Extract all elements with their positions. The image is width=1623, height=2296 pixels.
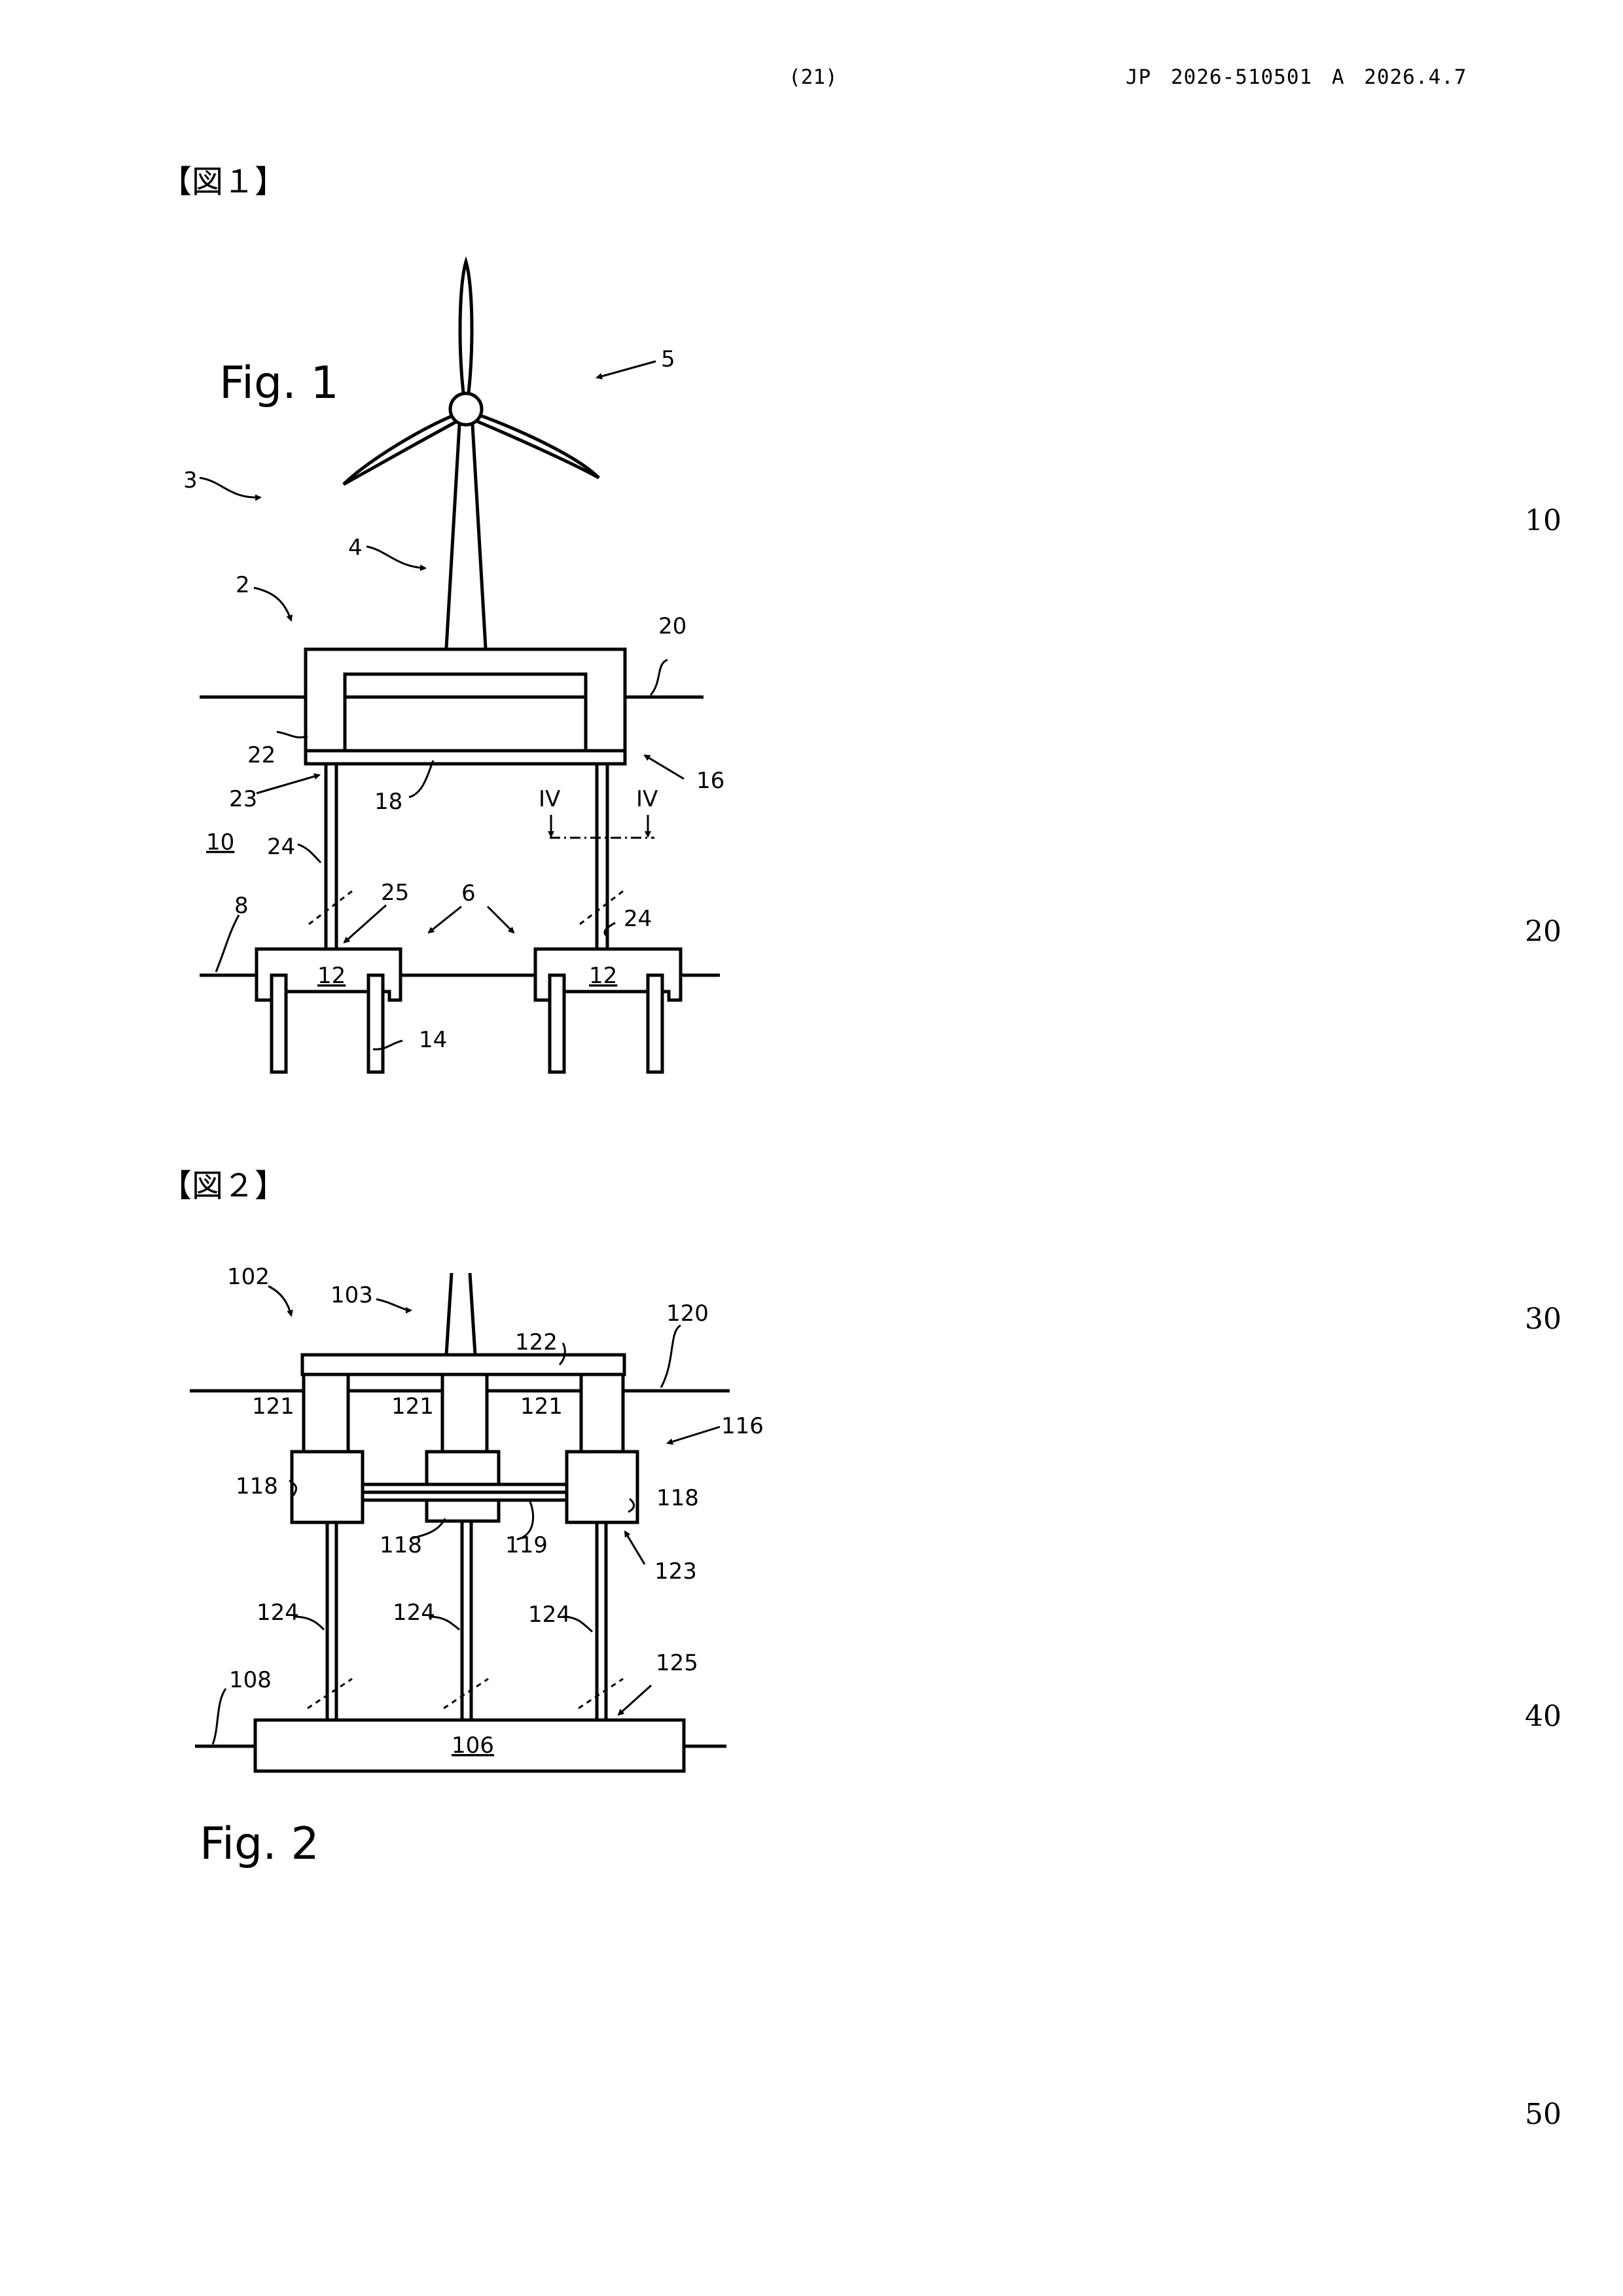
label-5: 5 (661, 346, 675, 372)
label-116: 116 (721, 1413, 764, 1439)
label-iv-left: IV (539, 786, 560, 812)
figure1-drawing: Fig. 1 (0, 0, 1623, 1113)
figure2-title: Fig. 2 (200, 1818, 319, 1870)
label-121-left: 121 (252, 1393, 294, 1420)
label-102: 102 (227, 1264, 270, 1290)
tendons (308, 1521, 623, 1720)
label-25: 25 (381, 880, 409, 906)
label-3: 3 (183, 467, 198, 493)
figure1-title: Fig. 1 (219, 357, 339, 409)
column-left (304, 1374, 348, 1453)
label-6: 6 (461, 880, 476, 906)
label-119: 119 (505, 1532, 548, 1558)
turbine-hub (450, 393, 482, 425)
label-4: 4 (348, 535, 363, 561)
label-16: 16 (696, 768, 724, 794)
label-12-right: 12 (589, 963, 617, 989)
top-frame (302, 1355, 624, 1374)
turbine-tower (446, 425, 486, 648)
label-118-middle: 118 (380, 1532, 422, 1558)
label-22: 22 (247, 742, 276, 768)
bottom-plate (306, 751, 625, 764)
column-middle (442, 1374, 487, 1453)
label-125: 125 (656, 1650, 698, 1676)
label-118-left: 118 (236, 1473, 278, 1499)
turbine-rotor (344, 262, 599, 484)
label-123: 123 (654, 1558, 697, 1585)
label-121-middle: 121 (391, 1393, 434, 1420)
label-122: 122 (515, 1329, 558, 1355)
label-24-right: 24 (624, 906, 652, 932)
label-23: 23 (229, 786, 257, 812)
pile-1 (272, 975, 286, 1072)
label-2: 2 (236, 572, 250, 598)
buoyancy-body (306, 649, 625, 751)
label-124-middle: 124 (393, 1600, 435, 1626)
label-108: 108 (229, 1667, 272, 1693)
label-103: 103 (330, 1282, 373, 1308)
figure2-heading: 【図２】 (160, 1160, 286, 1206)
label-124-left: 124 (257, 1600, 299, 1626)
label-118-right: 118 (656, 1485, 699, 1511)
label-121-right: 121 (520, 1393, 563, 1420)
label-14: 14 (419, 1027, 447, 1053)
turbine-tower-stub (446, 1273, 475, 1355)
column-right (581, 1374, 623, 1453)
label-106: 106 (452, 1732, 494, 1759)
margin-number-50: 50 (1525, 2098, 1561, 2131)
pile-4 (648, 975, 662, 1072)
label-8: 8 (234, 893, 249, 919)
label-24-left: 24 (267, 834, 295, 860)
label-124-right: 124 (528, 1602, 571, 1628)
label-18: 18 (374, 789, 402, 815)
label-12-left: 12 (317, 963, 346, 989)
label-20: 20 (658, 613, 687, 639)
pile-2 (368, 975, 383, 1072)
label-10: 10 (206, 829, 234, 855)
module-left (292, 1452, 363, 1522)
tendons (309, 764, 624, 948)
pile-3 (550, 975, 564, 1072)
figure2-drawing: Fig. 2 (0, 1211, 1623, 1931)
module-right (567, 1452, 637, 1522)
label-120: 120 (666, 1300, 709, 1327)
label-iv-right: IV (636, 786, 658, 812)
